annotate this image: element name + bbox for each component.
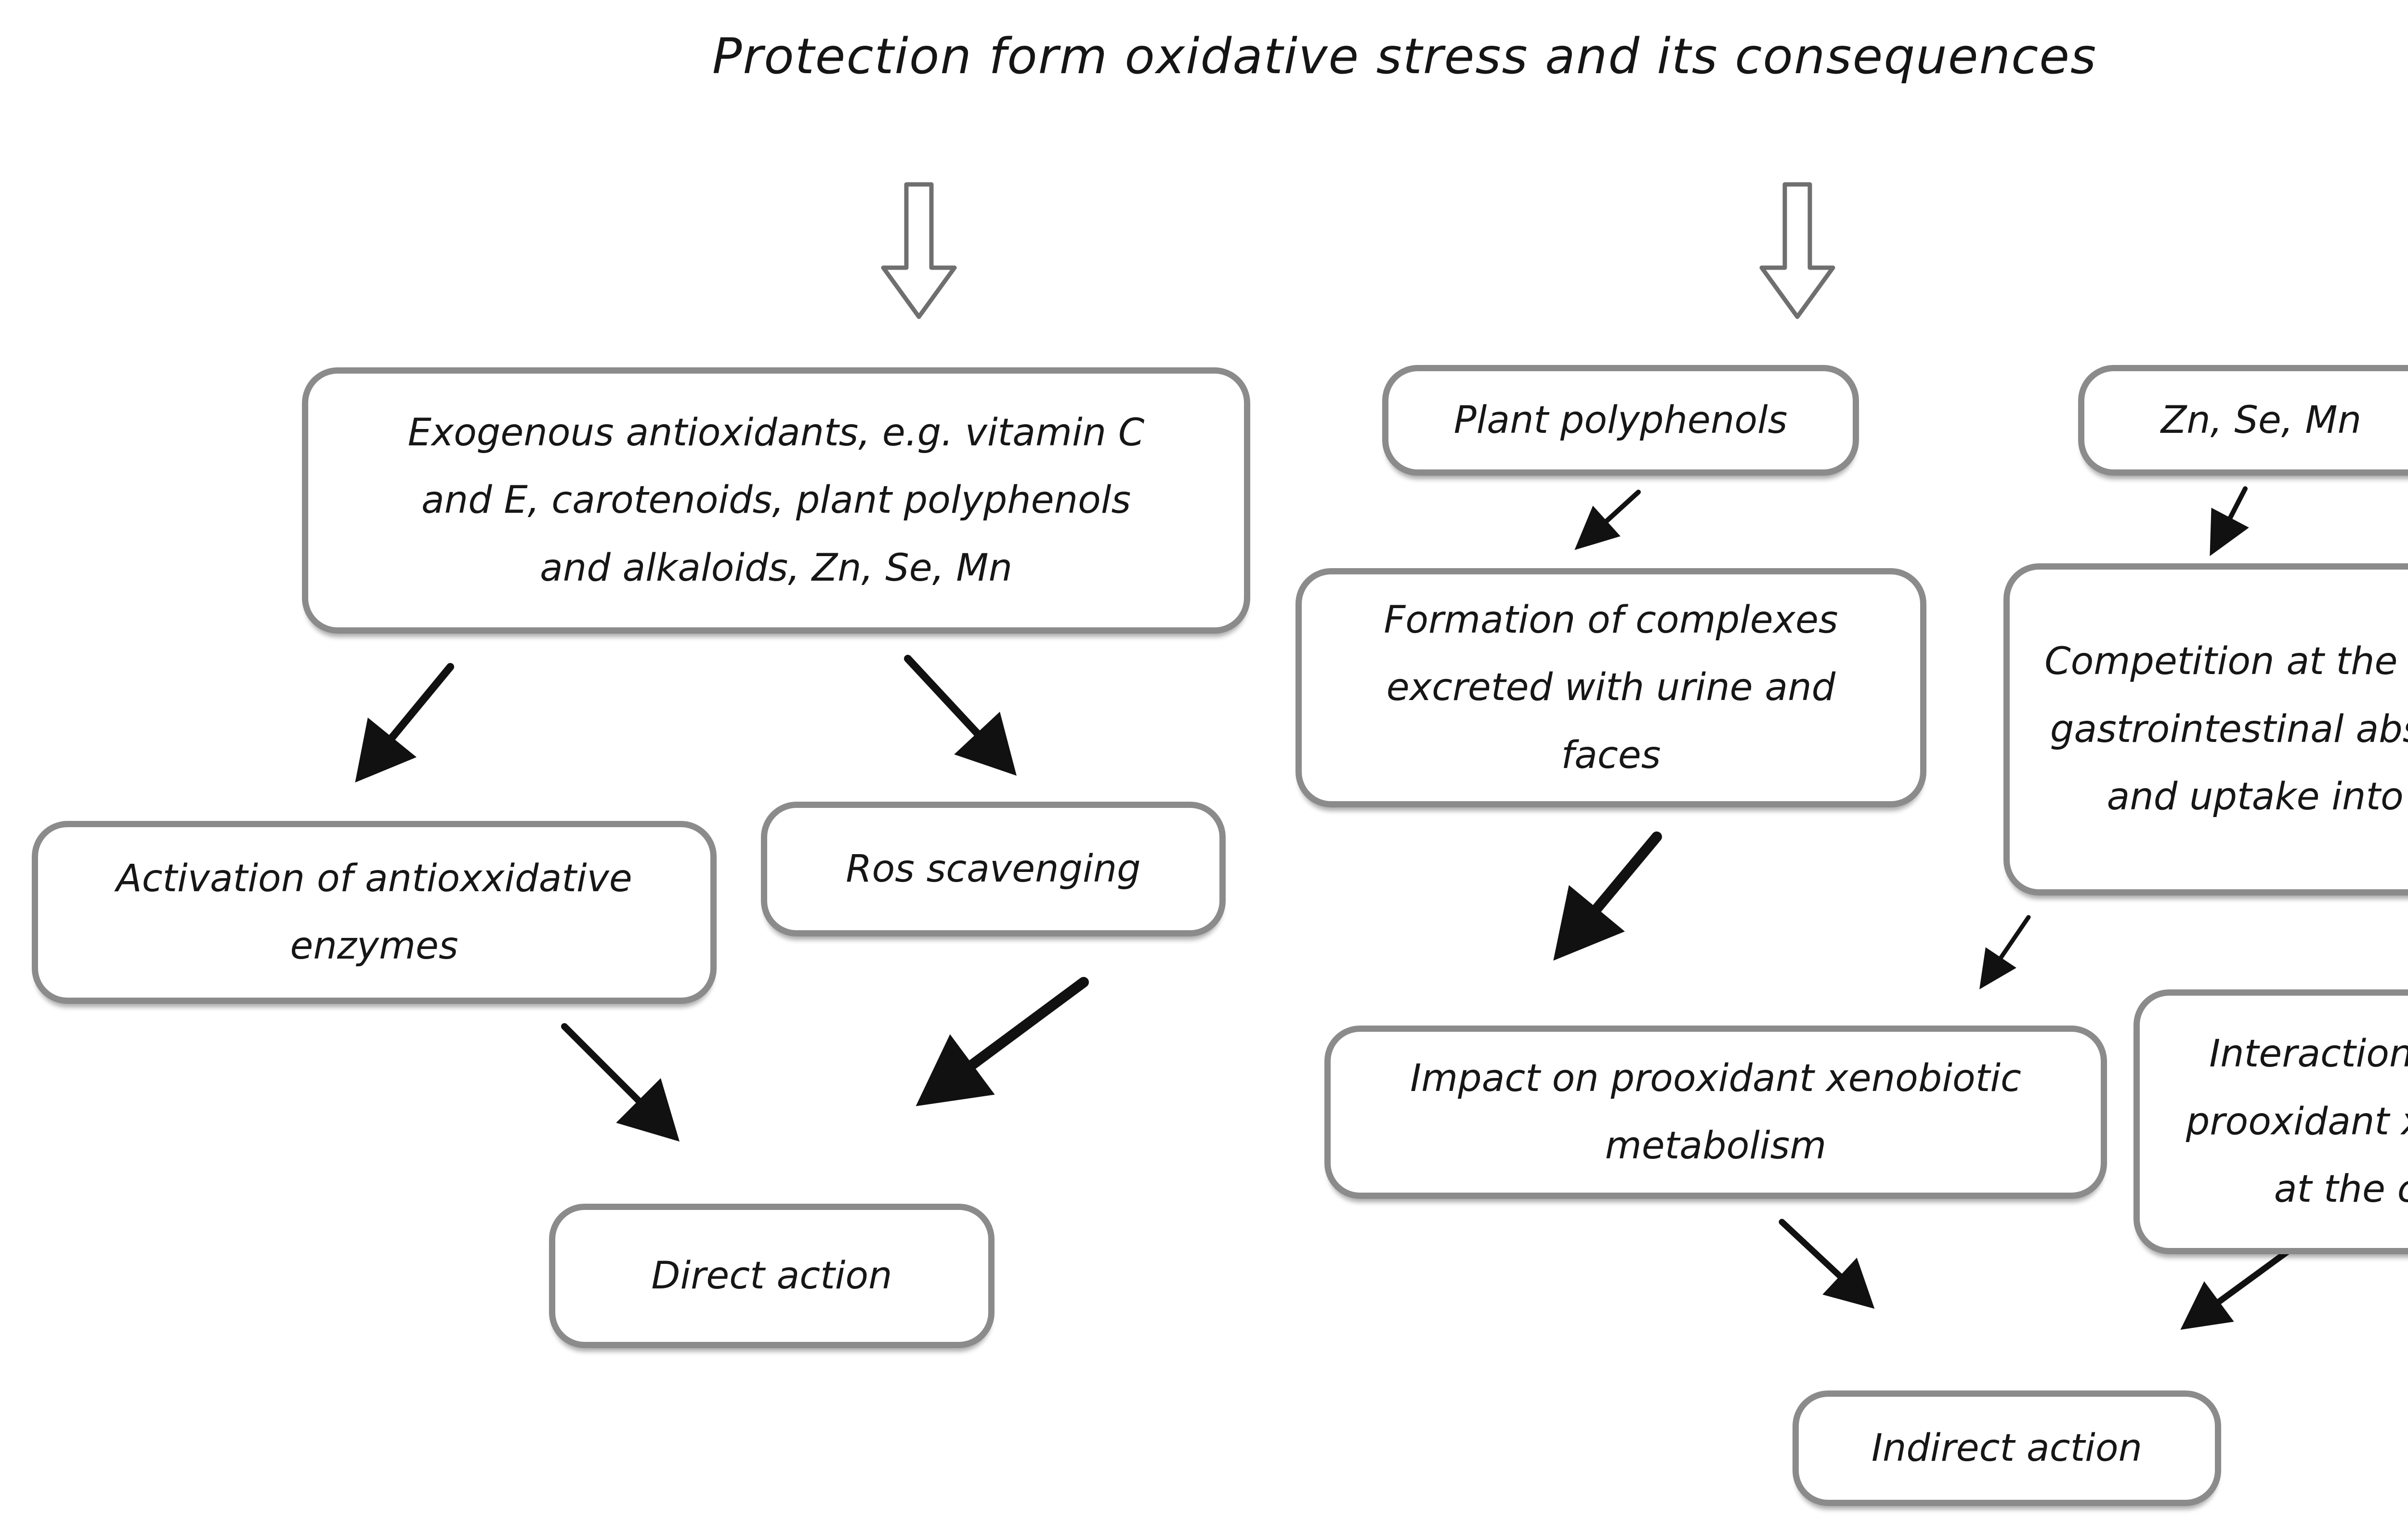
node-direct-action: Direct action — [549, 1204, 995, 1348]
node-direct-action-label: Direct action — [651, 1254, 892, 1298]
node-competition-absorption-label: Competition at the stage of gastrointest… — [2044, 640, 2408, 819]
node-zn-se-mn-label: Zn, Se, Mn — [2160, 398, 2362, 442]
node-ros-scavenging: Ros scavenging — [761, 802, 1226, 936]
arrow-ros-to-direct-icon — [916, 977, 1089, 1106]
arrow-exogenous-to-activation-icon — [355, 663, 454, 783]
hollow-down-arrow-right-icon — [1759, 182, 1835, 319]
node-impact-xenobiotic-metabolism: Impact on prooxidant xenobiotic metaboli… — [1324, 1026, 2107, 1199]
node-interaction-cellular-level-label: Interaction at the stage of prooxidant x… — [2186, 1032, 2408, 1211]
node-plant-polyphenols-label: Plant polyphenols — [1453, 398, 1788, 442]
node-formation-of-complexes: Formation of complexes excreted with uri… — [1296, 568, 1926, 807]
node-activation-antioxidative-enzymes-label: Activation of antioxxidative enzymes — [116, 857, 632, 968]
node-plant-polyphenols: Plant polyphenols — [1382, 365, 1859, 476]
node-indirect-action-label: Indirect action — [1871, 1426, 2143, 1470]
node-formation-of-complexes-label: Formation of complexes excreted with uri… — [1384, 598, 1838, 777]
node-indirect-action: Indirect action — [1793, 1390, 2221, 1506]
node-exogenous-antioxidants: Exogenous antioxidants, e.g. vitamin C a… — [302, 367, 1250, 634]
arrow-znsemn-to-competition-icon — [2210, 486, 2249, 557]
arrow-interaction-to-indirect-icon — [2180, 1247, 2292, 1330]
node-competition-absorption: Competition at the stage of gastrointest… — [2003, 563, 2408, 896]
node-activation-antioxidative-enzymes: Activation of antioxxidative enzymes — [32, 821, 717, 1004]
arrow-plant-to-formation-icon — [1574, 490, 1641, 550]
arrow-formation-to-impact-icon — [1553, 831, 1662, 961]
arrow-impact-to-indirect-icon — [1779, 1219, 1875, 1309]
arrow-activation-to-direct-icon — [561, 1023, 680, 1142]
diagram-title: Protection form oxidative stress and its… — [712, 28, 2097, 85]
node-zn-se-mn: Zn, Se, Mn — [2078, 365, 2408, 476]
hollow-down-arrow-left-icon — [881, 182, 957, 319]
arrow-exogenous-to-ros-icon — [904, 655, 1017, 776]
node-interaction-cellular-level: Interaction at the stage of prooxidant x… — [2133, 989, 2408, 1254]
node-exogenous-antioxidants-label: Exogenous antioxidants, e.g. vitamin C a… — [407, 411, 1145, 590]
arrow-competition-to-impact-icon — [1979, 915, 2031, 989]
node-ros-scavenging-label: Ros scavenging — [846, 847, 1141, 891]
node-impact-xenobiotic-metabolism-label: Impact on prooxidant xenobiotic metaboli… — [1410, 1056, 2021, 1168]
